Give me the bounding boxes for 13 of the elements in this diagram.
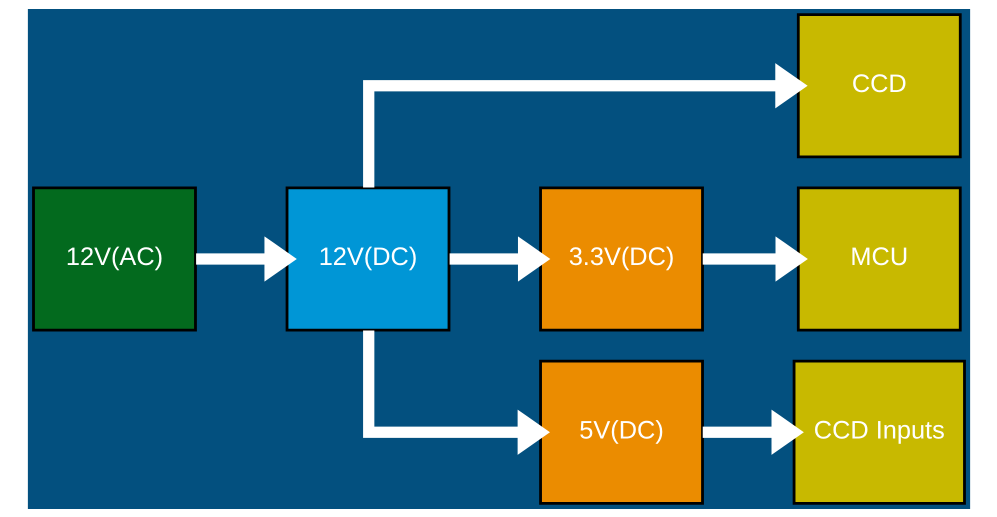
arrow — [449, 236, 550, 282]
node-box: MCU — [796, 186, 962, 332]
arrow — [702, 236, 808, 282]
arrow — [702, 409, 804, 454]
node-box: 12V(AC) — [32, 186, 196, 332]
node-box: CCD — [796, 12, 962, 158]
arrow — [362, 62, 808, 188]
node-box: 3.3V(DC) — [538, 186, 704, 332]
arrow — [196, 236, 296, 282]
node-box: 12V(DC) — [285, 186, 450, 332]
node-box: CCD Inputs — [792, 359, 966, 504]
arrow — [362, 330, 550, 454]
node-box: 5V(DC) — [538, 359, 704, 504]
